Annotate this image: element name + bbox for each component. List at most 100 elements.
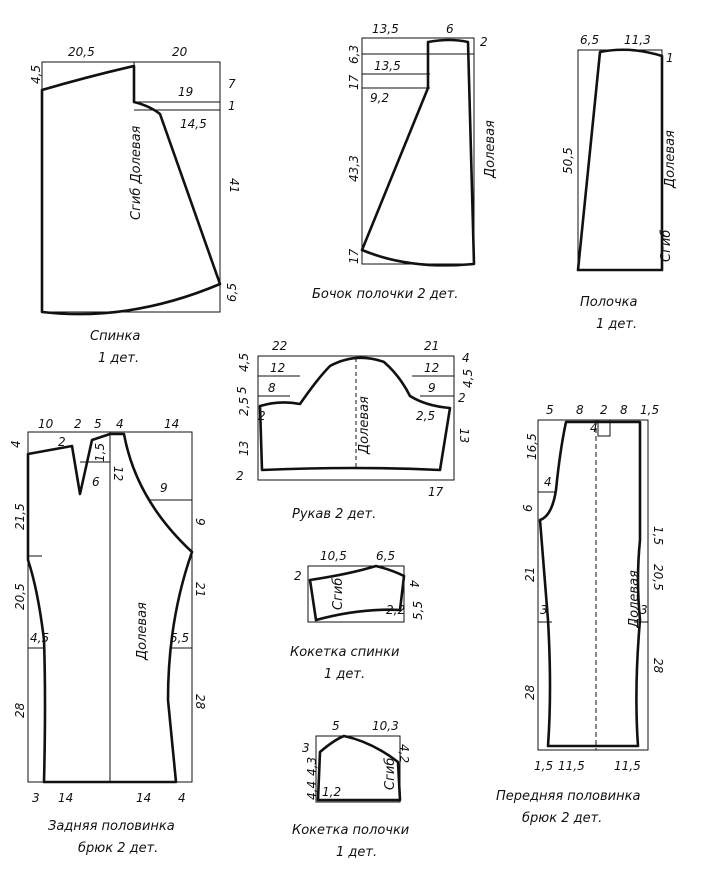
back-dim: 7 <box>228 77 236 91</box>
back-yoke-dim: 5,5 <box>411 601 425 620</box>
back-yoke-dim: 2,2 <box>386 603 405 617</box>
sleeve-dim: 13 <box>237 441 251 456</box>
sleeve-outline <box>258 356 452 472</box>
back-trousers-grain-label: Долевая <box>135 602 150 661</box>
sleeve-dim: 4,5 <box>237 353 251 372</box>
front-caption: 1 дет. <box>596 317 637 332</box>
front-trousers-dim: 8 <box>576 403 584 417</box>
side-dim: 6,3 <box>347 45 361 64</box>
back-trousers-dim: 5,5 <box>170 631 189 645</box>
back-trousers-outline <box>26 432 194 784</box>
sleeve-dim: 22 <box>272 339 287 353</box>
front-dim: 1 <box>666 51 674 65</box>
back-trousers-dim: 14 <box>136 791 151 805</box>
front-frame <box>577 49 663 271</box>
front-trousers-frame <box>537 419 649 751</box>
back-trousers-dim: 10 <box>38 417 54 431</box>
front-yoke-dim: 4,3 <box>305 757 319 776</box>
front-dim: 6,5 <box>580 33 599 47</box>
sleeve-dim: 2 <box>236 469 244 483</box>
front-yoke-dim: 10,3 <box>372 719 399 733</box>
front-trousers-dim: 8 <box>620 403 628 417</box>
back-dim: 41 <box>227 178 241 193</box>
back-grain-fold-label: Сгиб Долевая <box>129 125 144 220</box>
sleeve-dim: 2 <box>258 409 266 423</box>
front-trousers-dim: 2 <box>600 403 608 417</box>
front-trousers-grain-label: Долевая <box>627 570 642 629</box>
sleeve-dim: 12 <box>270 361 285 375</box>
back-piece: 20,5 20 4,5 19 1 7 14,5 41 6,5 Сгиб Доле… <box>29 45 241 366</box>
side-caption: Бочок полочки 2 дет. <box>312 287 458 302</box>
back-caption: 1 дет. <box>98 351 139 366</box>
back-yoke-dim: 10,5 <box>320 549 347 563</box>
front-yoke-piece: 5 10,3 3 4,2 4,3 4,4 1,2 Сгиб Кокетка по… <box>292 719 411 860</box>
front-fold-label: Сгиб <box>659 230 674 262</box>
front-outline <box>576 48 664 272</box>
sleeve-dim: 4,5 <box>461 369 475 388</box>
front-yoke-dim: 4,2 <box>397 744 411 763</box>
back-dim: 14,5 <box>180 117 207 131</box>
front-trousers-dim: 20,5 <box>651 564 665 591</box>
front-trousers-dim: 11,5 <box>558 759 585 773</box>
front-yoke-dim: 1,2 <box>322 785 341 799</box>
front-trousers-caption: Передняя половинка <box>496 789 640 804</box>
back-trousers-caption: Задняя половинка <box>48 819 175 834</box>
front-trousers-dim: 6 <box>521 504 535 512</box>
front-yoke-outline <box>316 734 402 802</box>
back-trousers-dim: 28 <box>13 702 27 718</box>
back-yoke-frame <box>307 565 405 623</box>
back-dim: 4,5 <box>29 65 43 84</box>
front-yoke-dim: 4,4 <box>305 781 319 800</box>
front-trousers-dim: 11,5 <box>614 759 641 773</box>
front-trousers-dim: 3 <box>540 603 548 617</box>
back-dim: 20 <box>172 45 188 59</box>
front-grain-label: Долевая <box>663 130 678 189</box>
sleeve-caption: Рукав 2 дет. <box>292 507 376 522</box>
back-yoke-fold-label: Сгиб <box>331 578 346 610</box>
side-dim: 9,2 <box>370 91 389 105</box>
back-dim: 1 <box>228 99 236 113</box>
front-trousers-dim: 21 <box>523 567 537 582</box>
back-yoke-caption: Кокетка спинки <box>290 645 399 660</box>
front-trousers-dim: 1,5 <box>640 403 659 417</box>
back-trousers-dim: 4 <box>9 440 23 448</box>
front-trousers-dim: 4 <box>544 475 552 489</box>
front-dim: 11,3 <box>624 33 651 47</box>
sleeve-piece: 22 21 4,5 12 12 4 2,5 5 8 9 2 4,5 2 2,5 … <box>235 339 475 522</box>
front-yoke-frame <box>315 735 401 803</box>
back-trousers-dim: 2 <box>74 417 82 431</box>
back-dim: 20,5 <box>68 45 95 59</box>
back-yoke-caption: 1 дет. <box>324 667 365 682</box>
back-dim: 19 <box>178 85 193 99</box>
side-dim: 17 <box>347 74 361 90</box>
back-trousers-dim: 21,5 <box>13 503 27 530</box>
back-trousers-dim: 4 <box>116 417 124 431</box>
sleeve-dim: 2,5 <box>416 409 435 423</box>
back-trousers-dim: 4 <box>178 791 186 805</box>
front-yoke-dim: 3 <box>302 741 310 755</box>
front-trousers-dim: 1,5 <box>651 526 665 545</box>
front-trousers-dim: 3 <box>640 603 648 617</box>
back-trousers-dim: 2 <box>58 435 66 449</box>
front-yoke-caption: Кокетка полочки <box>292 823 409 838</box>
front-trousers-dim: 1,5 <box>534 759 553 773</box>
side-dim: 13,5 <box>372 22 399 36</box>
back-yoke-dim: 2 <box>294 569 302 583</box>
back-trousers-dim: 20,5 <box>13 583 27 610</box>
side-dim: 13,5 <box>374 59 401 73</box>
side-dim: 2 <box>480 35 488 49</box>
back-yoke-piece: 10,5 6,5 2 4 5,5 2,2 Сгиб Кокетка спинки… <box>290 549 425 682</box>
front-yoke-fold-label: Сгиб <box>383 758 398 790</box>
back-trousers-dim: 6 <box>92 475 100 489</box>
back-yoke-outline <box>308 564 406 622</box>
back-trousers-dim: 9 <box>160 481 168 495</box>
front-trousers-dart <box>597 419 611 437</box>
back-trousers-dim: 1,5 <box>93 443 107 462</box>
front-trousers-dim: 4 <box>590 421 598 435</box>
sleeve-dim: 21 <box>424 339 439 353</box>
front-trousers-dim: 28 <box>651 658 665 674</box>
front-trousers-dim: 5 <box>546 403 554 417</box>
back-caption: Спинка <box>90 329 140 344</box>
